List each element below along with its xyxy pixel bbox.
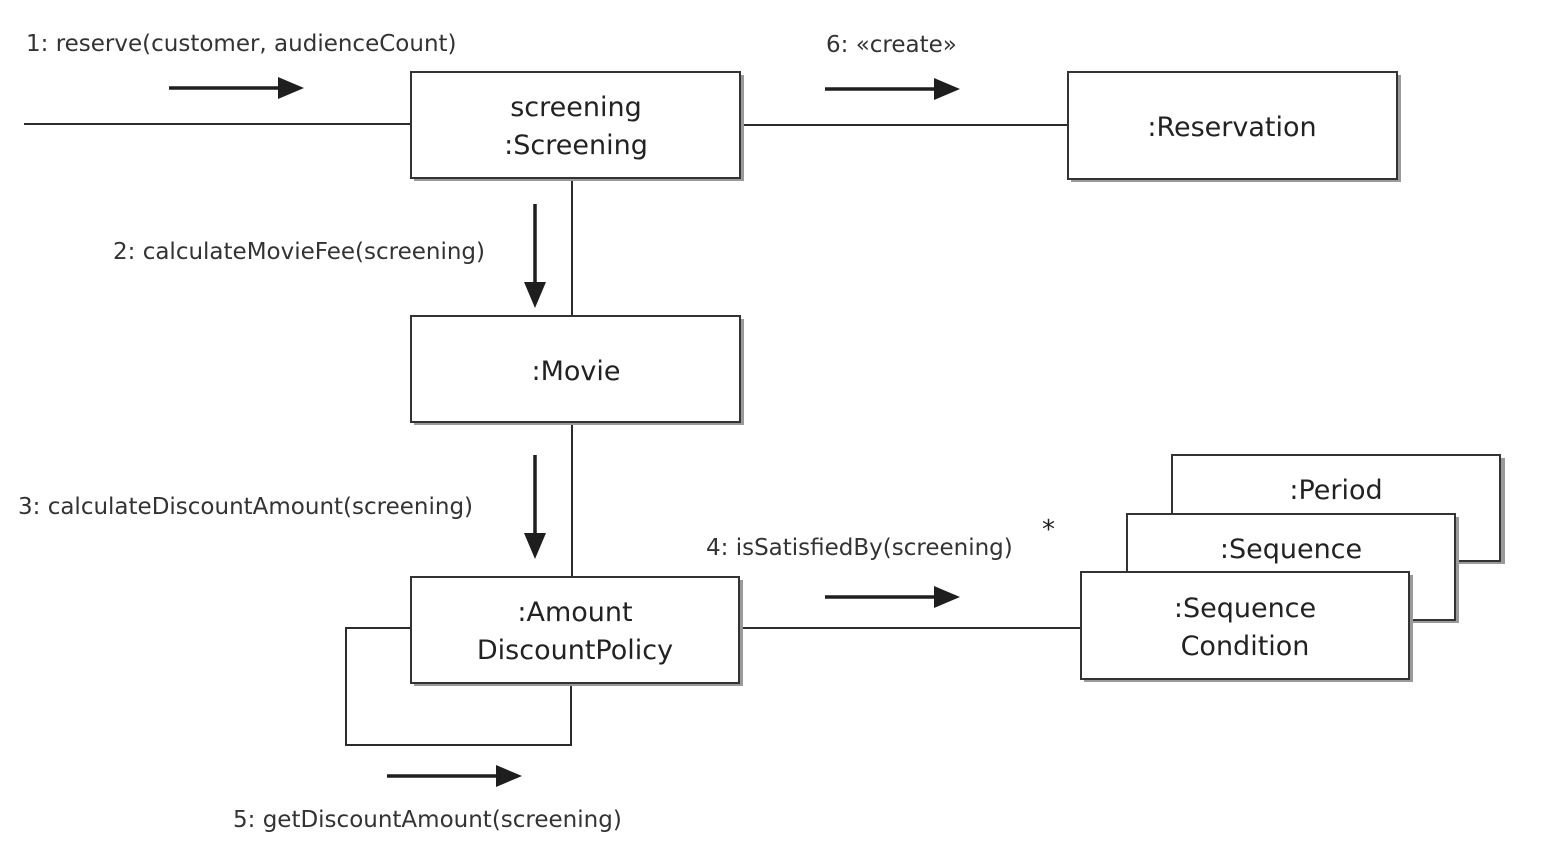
amount-discount-policy-line1: :Amount (517, 597, 632, 628)
screening-object-name: screening (510, 92, 642, 123)
message-label-4: 4: isSatisfiedBy(screening) (706, 535, 1013, 561)
sequence-condition-line2: Condition (1181, 631, 1310, 662)
message-arrow-2 (524, 204, 546, 308)
self-call-loop (345, 627, 572, 746)
amount-discount-policy-object: :Amount DiscountPolicy (410, 576, 743, 686)
sequence-object-label: :Sequence (1220, 534, 1362, 565)
message-label-3: 3: calculateDiscountAmount(screening) (18, 494, 473, 520)
message-label-1: 1: reserve(customer, audienceCount) (26, 31, 457, 57)
reservation-object: :Reservation (1067, 71, 1401, 182)
sequence-condition-object: :Sequence Condition (1080, 571, 1413, 682)
message-arrow-1 (169, 77, 304, 99)
multiplicity-star: * (1042, 515, 1055, 545)
message-label-6: 6: «create» (826, 32, 957, 58)
movie-object: :Movie (410, 315, 744, 425)
sequence-condition-line1: :Sequence (1174, 593, 1316, 624)
movie-object-label: :Movie (531, 356, 620, 387)
reservation-object-label: :Reservation (1147, 112, 1316, 143)
message-label-5: 5: getDiscountAmount(screening) (233, 807, 622, 833)
period-object-label: :Period (1289, 475, 1382, 506)
screening-object: screening :Screening (410, 71, 744, 181)
message-arrow-5 (387, 765, 522, 787)
amount-discount-policy-line2: DiscountPolicy (477, 635, 673, 666)
message-arrow-6 (825, 78, 960, 100)
message-arrow-3 (524, 455, 546, 559)
screening-object-class: :Screening (504, 130, 648, 161)
message-arrow-4 (825, 586, 960, 608)
message-label-2: 2: calculateMovieFee(screening) (113, 239, 485, 265)
